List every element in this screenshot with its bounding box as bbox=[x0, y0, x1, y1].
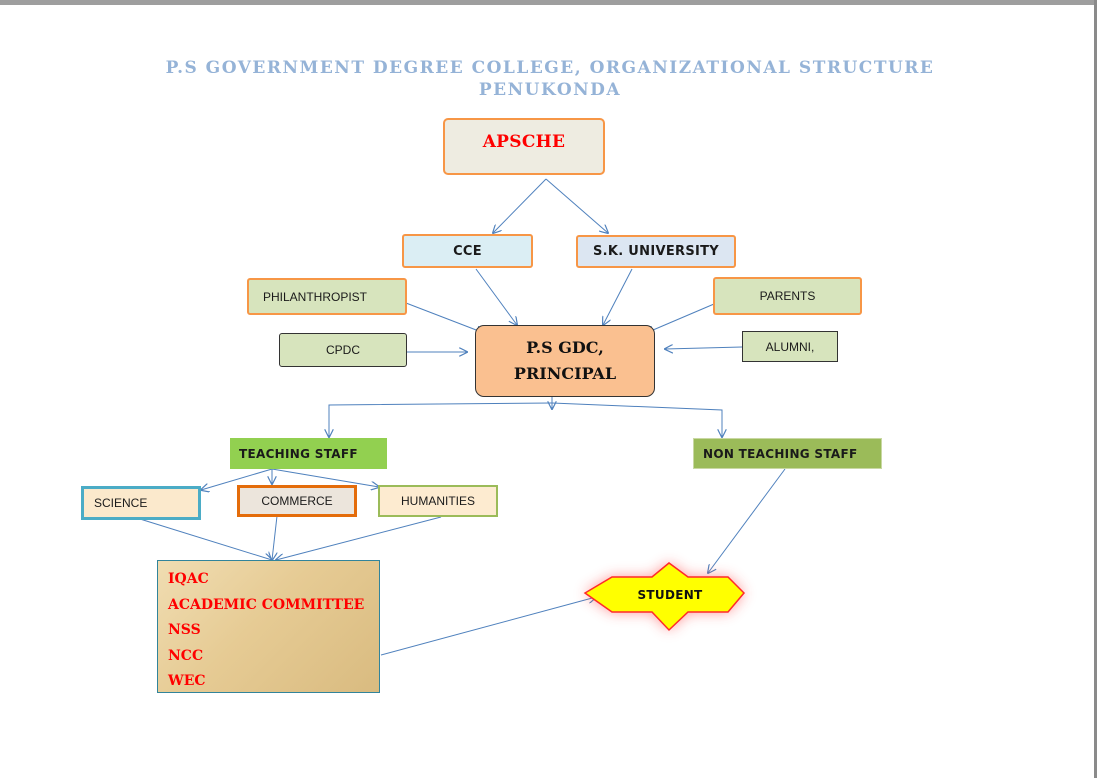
principal-line2: PRINCIPAL bbox=[513, 364, 617, 383]
apsche-label: APSCHE bbox=[482, 131, 566, 152]
commerce-box: COMMERCE bbox=[237, 485, 357, 517]
philanthropist-box: PHILANTHROPIST bbox=[247, 278, 407, 315]
student-label: STUDENT bbox=[637, 588, 703, 602]
student-star bbox=[583, 562, 746, 632]
principal-box: P.S GDC, PRINCIPAL bbox=[475, 325, 655, 397]
committee-item-ncc: NCC bbox=[168, 647, 204, 664]
humanities-label: HUMANITIES bbox=[400, 494, 475, 508]
committee-item-wec: WEC bbox=[168, 673, 206, 689]
arrow-apsche-to-sk-university bbox=[545, 178, 608, 233]
humanities-box: HUMANITIES bbox=[378, 485, 498, 517]
arrow-commerce-to-committees bbox=[272, 515, 278, 560]
alumni-box: ALUMNI, bbox=[742, 331, 838, 362]
arrow-apsche-to-cce bbox=[493, 178, 547, 233]
commerce-label: COMMERCE bbox=[261, 494, 333, 508]
arrow-philanthropist-to-principal bbox=[405, 302, 484, 333]
non-teaching-staff-box: NON TEACHING STAFF bbox=[693, 438, 882, 469]
arrow-split-to-teaching-staff bbox=[329, 402, 553, 437]
science-box: SCIENCE bbox=[81, 486, 201, 520]
arrow-science-to-committees bbox=[139, 518, 272, 560]
arrow-alumni-to-principal bbox=[665, 347, 743, 349]
cpdc-label: CPDC bbox=[325, 343, 360, 357]
parents-label: PARENTS bbox=[759, 289, 816, 303]
arrow-teaching-to-humanities bbox=[271, 468, 379, 487]
teaching-staff-label: TEACHING STAFF bbox=[239, 446, 358, 461]
diagram-subtitle: PENUKONDA bbox=[478, 80, 622, 100]
student-label-wrap: STUDENT bbox=[620, 584, 720, 606]
committee-item-academic-committee: ACADEMIC COMMITTEE bbox=[168, 596, 365, 613]
arrow-split-to-non-teaching-staff bbox=[551, 402, 722, 437]
arrow-parents-to-principal bbox=[646, 303, 715, 333]
arrow-committees-to-student bbox=[380, 597, 596, 656]
cpdc-box: CPDC bbox=[279, 333, 407, 367]
parents-box: PARENTS bbox=[713, 277, 862, 315]
philanthropist-label: PHILANTHROPIST bbox=[263, 289, 368, 304]
window-right-border bbox=[1094, 0, 1097, 778]
principal-line1: P.S GDC, bbox=[526, 338, 604, 357]
diagram-title: P.S GOVERNMENT DEGREE COLLEGE, ORGANIZAT… bbox=[165, 58, 935, 78]
teaching-staff-box: TEACHING STAFF bbox=[230, 438, 387, 469]
arrow-cce-to-principal bbox=[475, 268, 517, 325]
cce-box: CCE bbox=[402, 234, 533, 268]
non-teaching-staff-label: NON TEACHING STAFF bbox=[703, 446, 858, 461]
committee-item-iqac: IQAC bbox=[168, 571, 209, 587]
arrow-sk-university-to-principal bbox=[603, 268, 633, 325]
sk-university-box: S.K. UNIVERSITY bbox=[576, 235, 736, 268]
sk-university-label: S.K. UNIVERSITY bbox=[592, 244, 720, 259]
arrow-teaching-to-science bbox=[201, 468, 273, 490]
arrow-humanities-to-committees bbox=[276, 516, 442, 560]
arrow-non-teaching-to-student bbox=[708, 468, 786, 573]
window-top-border bbox=[0, 0, 1097, 5]
apsche-box: APSCHE bbox=[443, 118, 605, 175]
committee-item-nss: NSS bbox=[168, 622, 201, 638]
science-label: SCIENCE bbox=[94, 496, 148, 510]
committees-box: IQAC ACADEMIC COMMITTEE NSS NCC WEC bbox=[157, 560, 380, 693]
alumni-label: ALUMNI, bbox=[765, 339, 815, 354]
cce-label: CCE bbox=[453, 243, 482, 259]
